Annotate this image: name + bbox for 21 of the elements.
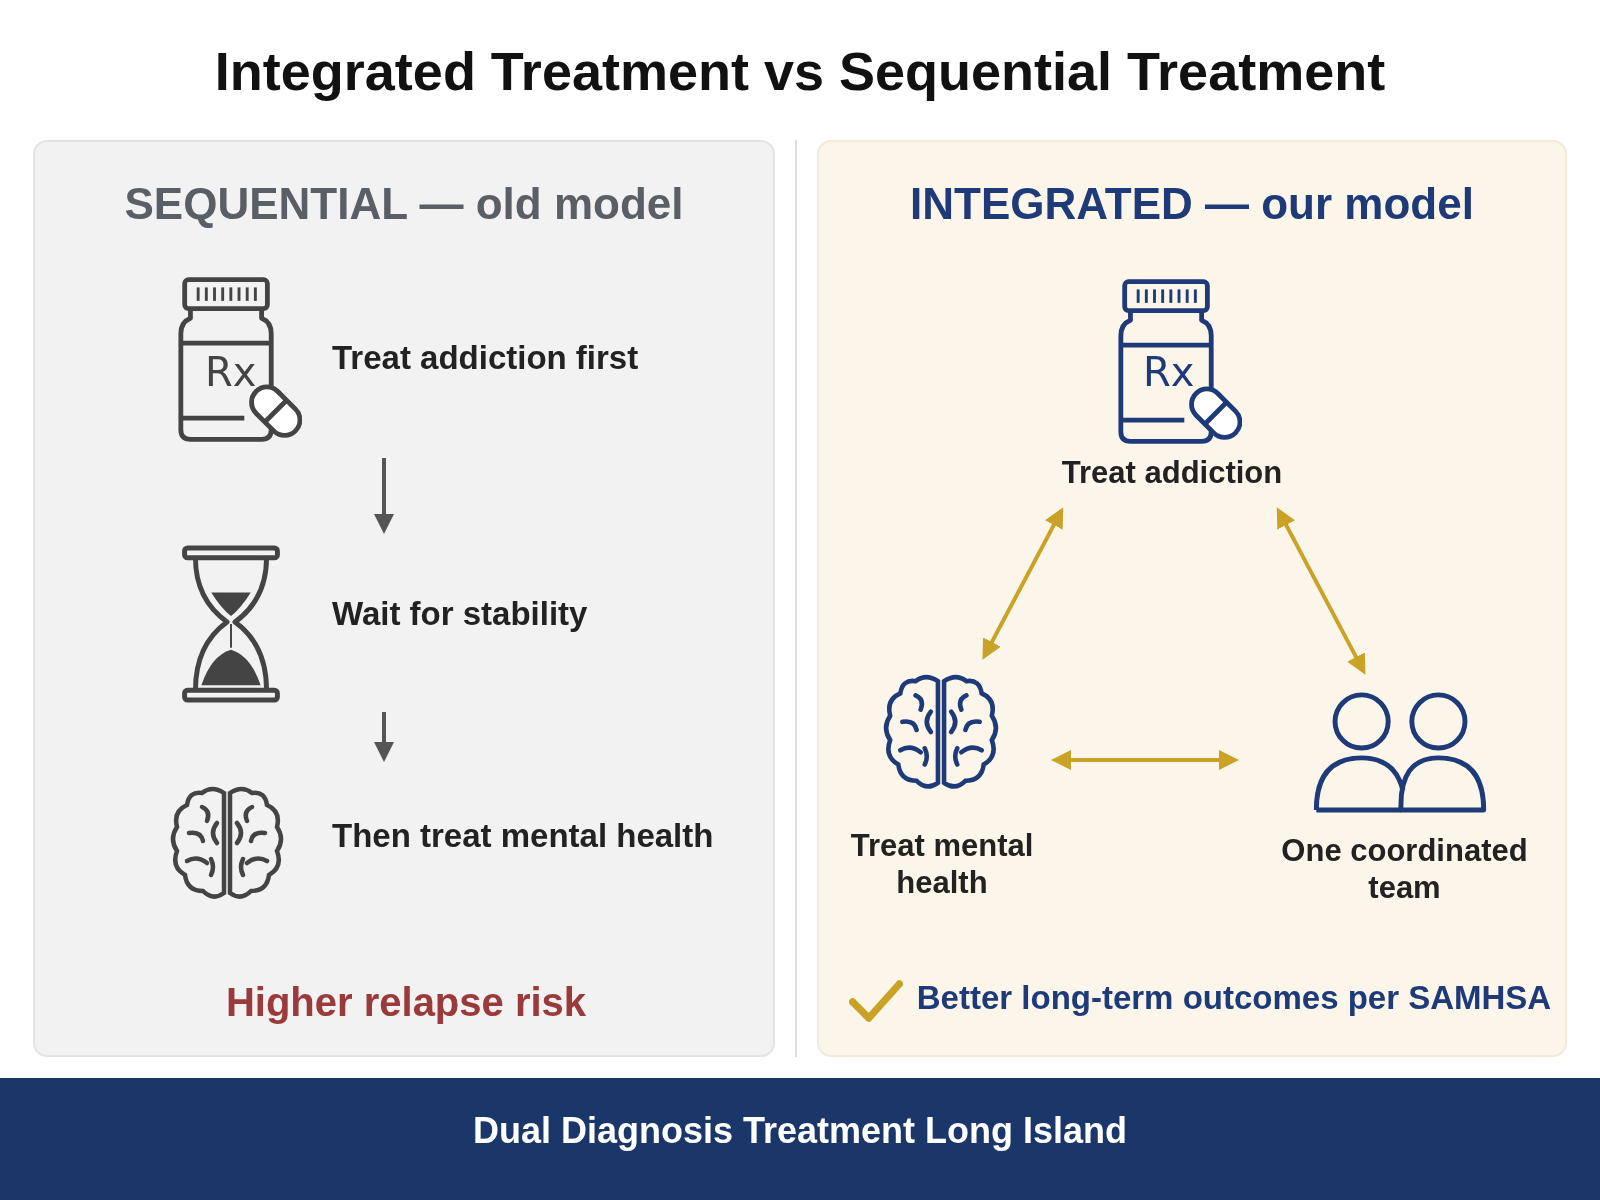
panel-heading: SEQUENTIAL — old model	[123, 178, 685, 230]
arrow	[374, 458, 394, 534]
step-label: Treat mental health	[849, 827, 1035, 902]
outcome-note: Higher relapse risk	[224, 979, 588, 1026]
footer-text: Dual Diagnosis Treatment Long Island	[471, 1110, 1129, 1152]
arrow	[1276, 507, 1366, 675]
step-label: Then treat mental health	[332, 816, 715, 856]
step-label: Treat addiction first	[332, 338, 640, 378]
arrow	[374, 712, 394, 762]
step-label: Wait for stability	[332, 594, 589, 634]
rx-symbol: Rx	[1143, 352, 1195, 392]
outcome-note: Better long-term outcomes per SAMHSA	[915, 978, 1553, 1018]
title: Integrated Treatment vs Sequential Treatment	[213, 40, 1387, 102]
step-label: One coordinated team	[1280, 832, 1529, 907]
rx-symbol: Rx	[205, 352, 257, 392]
panel-heading: INTEGRATED — our model	[909, 178, 1475, 230]
arrow	[982, 507, 1064, 660]
arrow	[1051, 750, 1239, 770]
panel	[33, 140, 775, 1057]
step-label: Treat addiction	[1060, 454, 1284, 492]
panel	[817, 140, 1567, 1057]
